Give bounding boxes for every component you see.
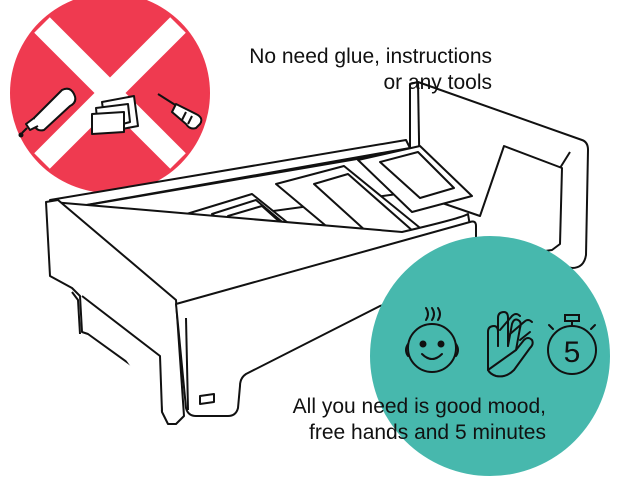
prohibition-sign bbox=[10, 0, 210, 193]
requirements-caption-line-1: All you need is good mood, bbox=[292, 395, 546, 418]
stopwatch-icon: 5 bbox=[547, 314, 597, 375]
requirements-caption-line-2: free hands and 5 minutes bbox=[309, 421, 546, 444]
instructions-icon bbox=[91, 95, 139, 135]
clapping-hands-icon bbox=[487, 311, 534, 378]
requirements-caption: All you need is good mood, free hands an… bbox=[0, 394, 546, 446]
happy-face-icon bbox=[405, 307, 459, 373]
bed-frame bbox=[45, 81, 589, 425]
glue-bottle-icon bbox=[18, 87, 77, 138]
prohibited-caption-line-1: No need glue, instructions bbox=[249, 45, 492, 68]
slat bbox=[357, 145, 473, 213]
prohibited-caption-line-2: or any tools bbox=[383, 71, 492, 94]
screwdriver-icon bbox=[157, 93, 203, 130]
stopwatch-number: 5 bbox=[564, 336, 581, 369]
requirements-badge bbox=[370, 236, 610, 476]
prohibited-caption: No need glue, instructions or any tools bbox=[0, 44, 492, 96]
